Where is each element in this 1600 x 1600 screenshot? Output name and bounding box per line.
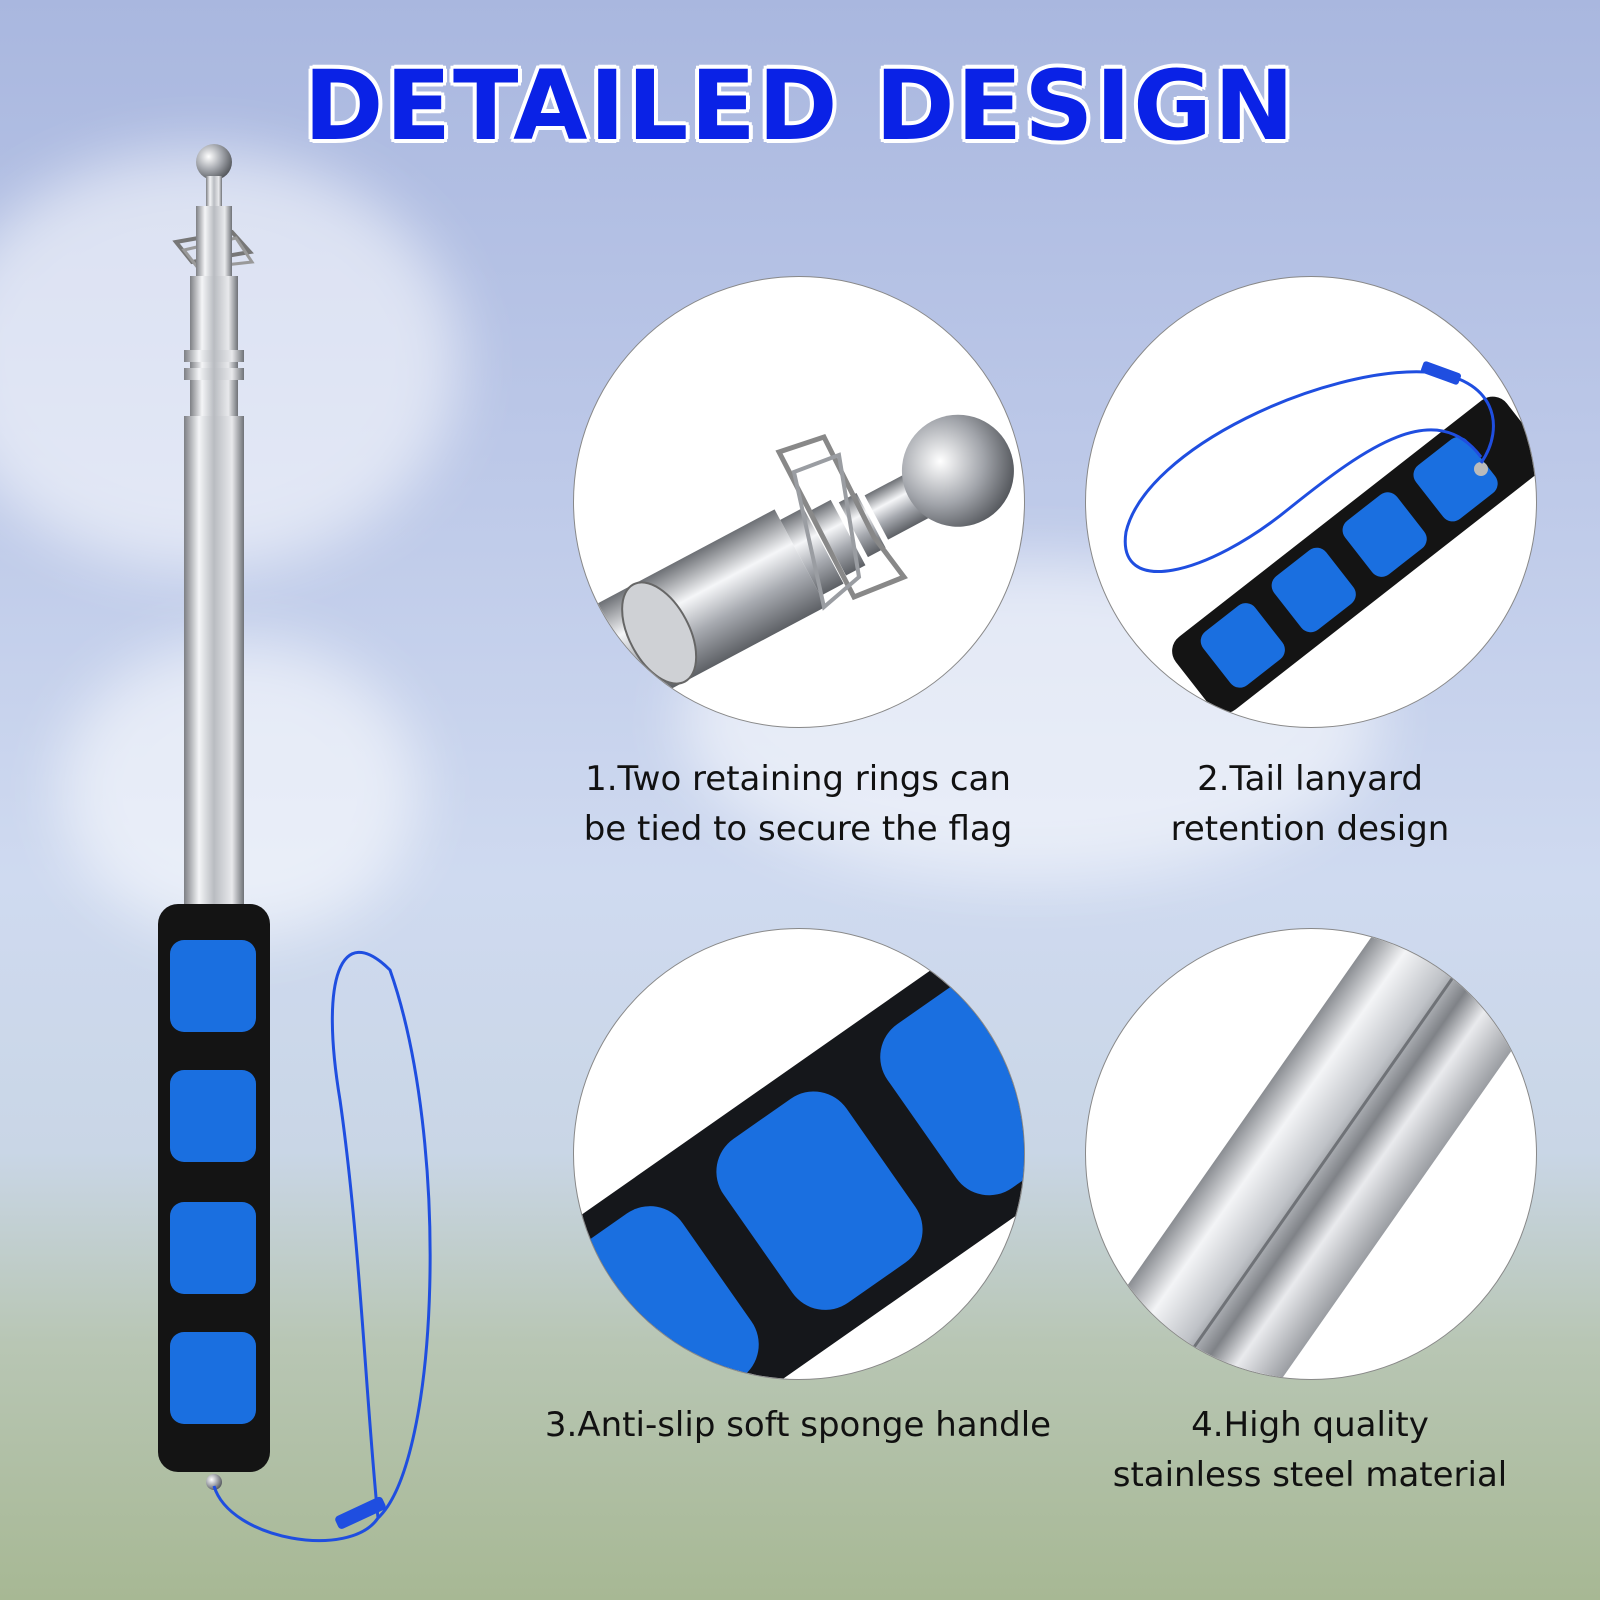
feature-caption-4: 4.High quality stainless steel material [1030,1400,1590,1500]
flagpole-product-image [140,140,500,1560]
flagpole-icon [158,144,432,1543]
feature-caption-line: be tied to secure the flag [583,809,1013,849]
page-title: DETAILED DESIGN [303,50,1297,162]
feature-circle-steel-tube [1085,928,1537,1380]
sponge-handle-icon [574,929,1024,1379]
feature-caption-line: retention design [1170,809,1450,849]
feature-caption-line: 3.Anti-slip soft sponge handle [544,1405,1052,1445]
feature-caption-1: 1.Two retaining rings can be tied to sec… [518,754,1078,854]
feature-caption-3: 3.Anti-slip soft sponge handle [498,1400,1098,1450]
feature-circle-lanyard [1085,276,1537,728]
feature-caption-line: 1.Two retaining rings can [585,759,1011,799]
ball-top-icon [574,414,1014,720]
feature-caption-line: 2.Tail lanyard [1197,759,1423,799]
feature-caption-line: stainless steel material [1112,1455,1508,1495]
lanyard-icon [1123,361,1536,714]
feature-circle-ball-top [573,276,1025,728]
feature-caption-2: 2.Tail lanyard retention design [1030,754,1590,854]
feature-circle-sponge-handle [573,928,1025,1380]
steel-tube-icon [1086,929,1536,1379]
feature-caption-line: 4.High quality [1191,1405,1429,1445]
